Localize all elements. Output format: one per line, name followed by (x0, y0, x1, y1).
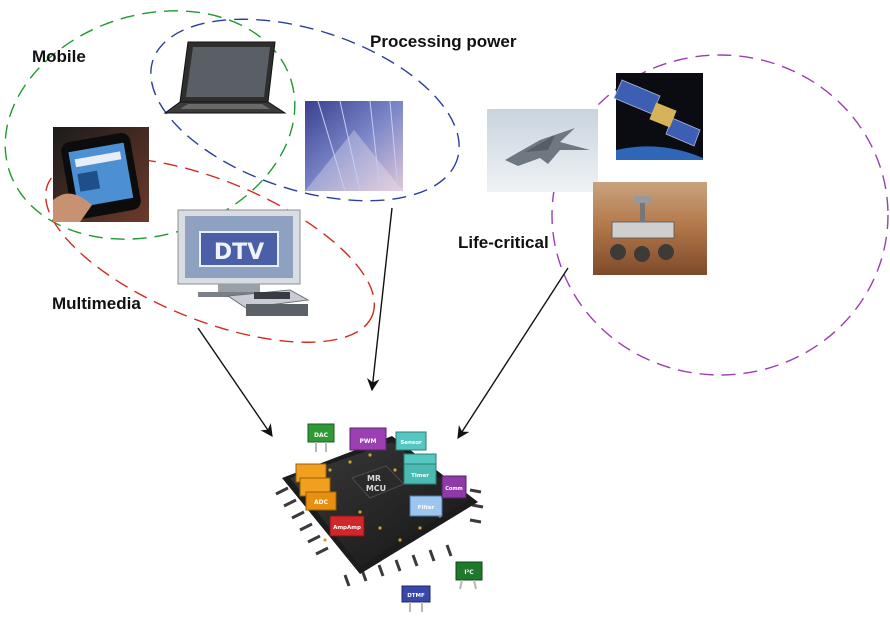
mars-rover-image (593, 182, 707, 275)
laptop-image (163, 41, 287, 114)
fighter-jet-image (487, 109, 598, 192)
chip-module-comm-label: Comm (445, 486, 463, 492)
chip-module-timer-label: Timer (411, 473, 429, 479)
chip-module-dtmf-label: DTMF (407, 593, 425, 599)
chip-module-dac-label: DAC (314, 432, 329, 439)
chip-module-i2c: I²C (455, 561, 483, 590)
chip-module-adc: ADC (295, 463, 337, 511)
multimedia-group-ellipse (44, 157, 376, 343)
chip-module-filter: Filter (409, 495, 443, 517)
processing-power-group-ellipse (150, 18, 460, 202)
chip-module-sensor: Sensor (395, 431, 427, 451)
chip-core-label-2: MCU (366, 484, 386, 493)
chip-module-amplifier: AmpAmp (329, 515, 365, 537)
dtv-screen-text: DTV (214, 240, 264, 265)
chip-module-filter-label: Filter (418, 505, 435, 511)
datacenter-image (305, 100, 403, 192)
label-life-critical: Life-critical (458, 233, 549, 252)
chip-module-pwm-label: PWM (360, 438, 377, 445)
chip-module-i2c-label: I²C (464, 569, 474, 576)
multimedia-to-mcu-arrow (197, 327, 273, 438)
label-mobile: Mobile (32, 47, 86, 66)
processing-to-mcu-arrow (366, 207, 393, 392)
chip-module-comm: Comm (441, 475, 467, 499)
life-critical-group-ellipse (551, 54, 889, 376)
label-processing-power: Processing power (370, 32, 517, 51)
chip-module-dtmf: DTMF (401, 585, 431, 612)
chip-module-adc-label: ADC (314, 499, 329, 506)
chip-module-pwm: PWM (349, 427, 387, 451)
lifecritical-to-mcu-arrow (457, 267, 569, 440)
mcu-chip-image: MR MCU DAC PWM Sensor Timer ADC (275, 423, 484, 612)
chip-core-label-1: MR (367, 474, 381, 483)
chip-module-dac: DAC (307, 423, 335, 452)
chip-module-timer: Timer (403, 453, 437, 485)
label-multimedia: Multimedia (52, 294, 141, 313)
smartphone-image (53, 127, 149, 222)
satellite-image (613, 73, 703, 160)
chip-module-sensor-label: Sensor (400, 440, 422, 446)
dtv-image: DTV (177, 209, 310, 316)
chip-module-amplifier-label: AmpAmp (333, 525, 361, 531)
